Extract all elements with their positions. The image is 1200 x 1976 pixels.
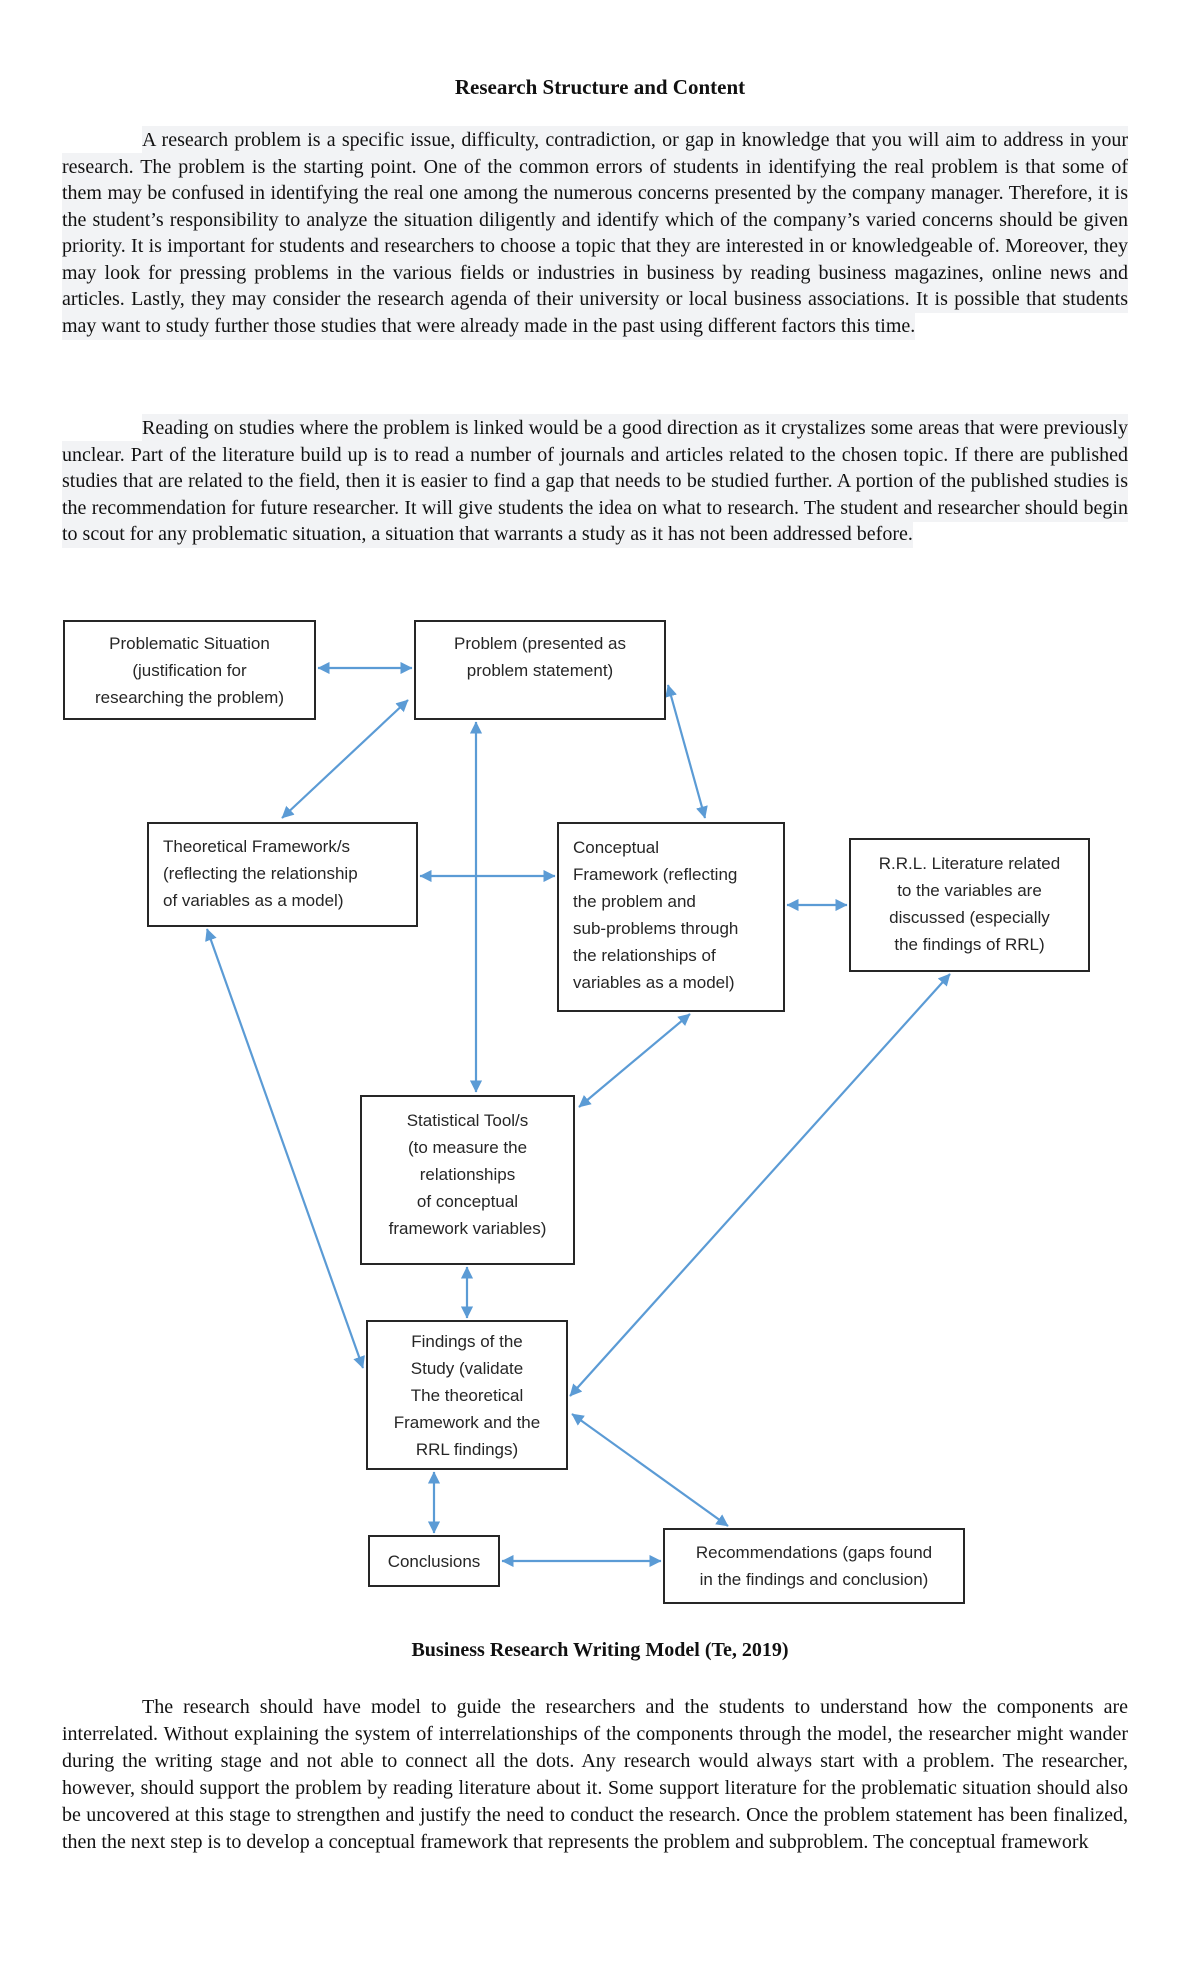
node-statistical-tools: Statistical Tool/s (to measure the relat…: [360, 1095, 575, 1265]
paragraph-research-problem: A research problem is a specific issue, …: [62, 126, 1128, 340]
paragraph-model-explanation: The research should have model to guide …: [62, 1696, 1128, 1853]
arrow-theoretical-findings: [205, 928, 365, 1369]
node-theoretical-framework: Theoretical Framework/s (reflecting the …: [147, 822, 418, 927]
highlighted-text: Reading on studies where the problem is …: [62, 414, 1128, 548]
node-findings-of-study: Findings of the Study (validate The theo…: [366, 1320, 568, 1470]
node-problematic-situation: Problematic Situation (justification for…: [63, 620, 316, 720]
highlighted-text: A research problem is a specific issue, …: [62, 126, 1128, 340]
node-conceptual-framework: Conceptual Framework (reflecting the pro…: [557, 822, 785, 1012]
arrow-conceptual-statistical: [578, 1013, 691, 1108]
arrow-problem-conceptual: [665, 684, 708, 819]
arrow-rrl-findings: [569, 973, 951, 1397]
node-conclusions: Conclusions: [368, 1535, 500, 1587]
arrow-findings-recommendations: [571, 1413, 729, 1527]
node-problem-statement: Problem (presented as problem statement): [414, 620, 666, 720]
diagram-caption: Business Research Writing Model (Te, 201…: [411, 1639, 789, 1661]
page-title: Research Structure and Content: [454, 75, 746, 99]
paragraph-reading-studies: Reading on studies where the problem is …: [62, 414, 1128, 548]
node-rrl-literature: R.R.L. Literature related to the variabl…: [849, 838, 1090, 972]
node-recommendations: Recommendations (gaps found in the findi…: [663, 1528, 965, 1604]
